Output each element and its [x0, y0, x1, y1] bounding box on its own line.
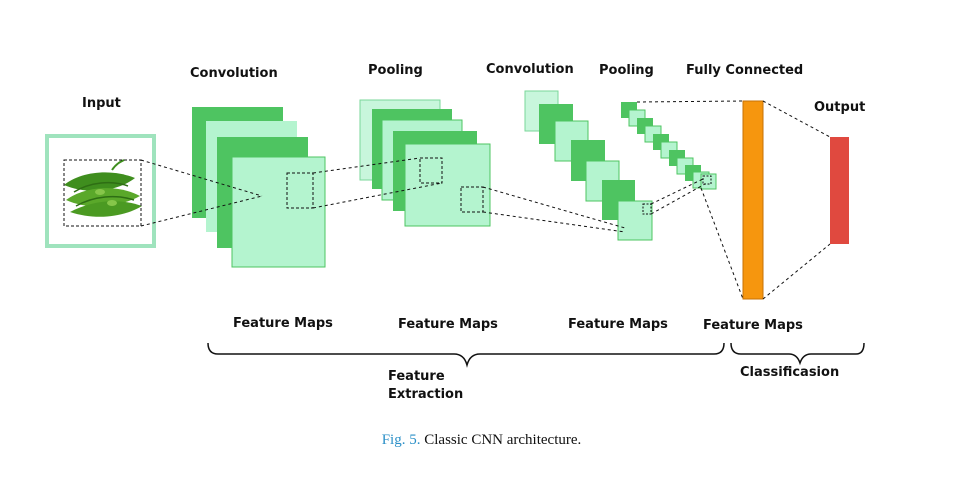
feature-extraction-label-line2: Extraction: [388, 387, 464, 402]
conv2-label: Convolution: [486, 62, 574, 77]
output-layer: [830, 137, 849, 244]
pool2-feature-maps: [621, 102, 717, 190]
figure-number: Fig. 5.: [381, 432, 421, 448]
pea-pods-picture: [64, 159, 142, 217]
feature-extraction-brace: [207, 342, 725, 368]
classification-label: Classificasion: [740, 365, 840, 380]
conv1-label: Convolution: [190, 66, 278, 81]
feature-maps-label-4: Feature Maps: [703, 318, 803, 333]
feature-maps-label-3: Feature Maps: [568, 317, 668, 332]
classification-brace: [730, 342, 865, 366]
conv2-feature-maps: [524, 90, 653, 241]
figure-caption-text: Classic CNN architecture.: [424, 432, 582, 448]
feature-maps-label-1: Feature Maps: [233, 316, 333, 331]
pool2-label: Pooling: [599, 63, 654, 78]
output-label: Output: [814, 100, 866, 115]
input-image: [45, 134, 156, 248]
fully-connected-layer: [742, 100, 764, 300]
feature-extraction-label-line1: Feature: [388, 369, 445, 384]
pool1-label: Pooling: [368, 63, 423, 78]
input-label: Input: [82, 96, 121, 111]
figure-caption: Fig. 5. Classic CNN architecture.: [0, 432, 963, 449]
feature-maps-label-2: Feature Maps: [398, 317, 498, 332]
conv1-feature-maps: [192, 107, 326, 268]
connector-lines: [140, 100, 831, 300]
pool1-feature-maps: [359, 99, 491, 227]
fully-connected-label: Fully Connected: [686, 63, 804, 78]
